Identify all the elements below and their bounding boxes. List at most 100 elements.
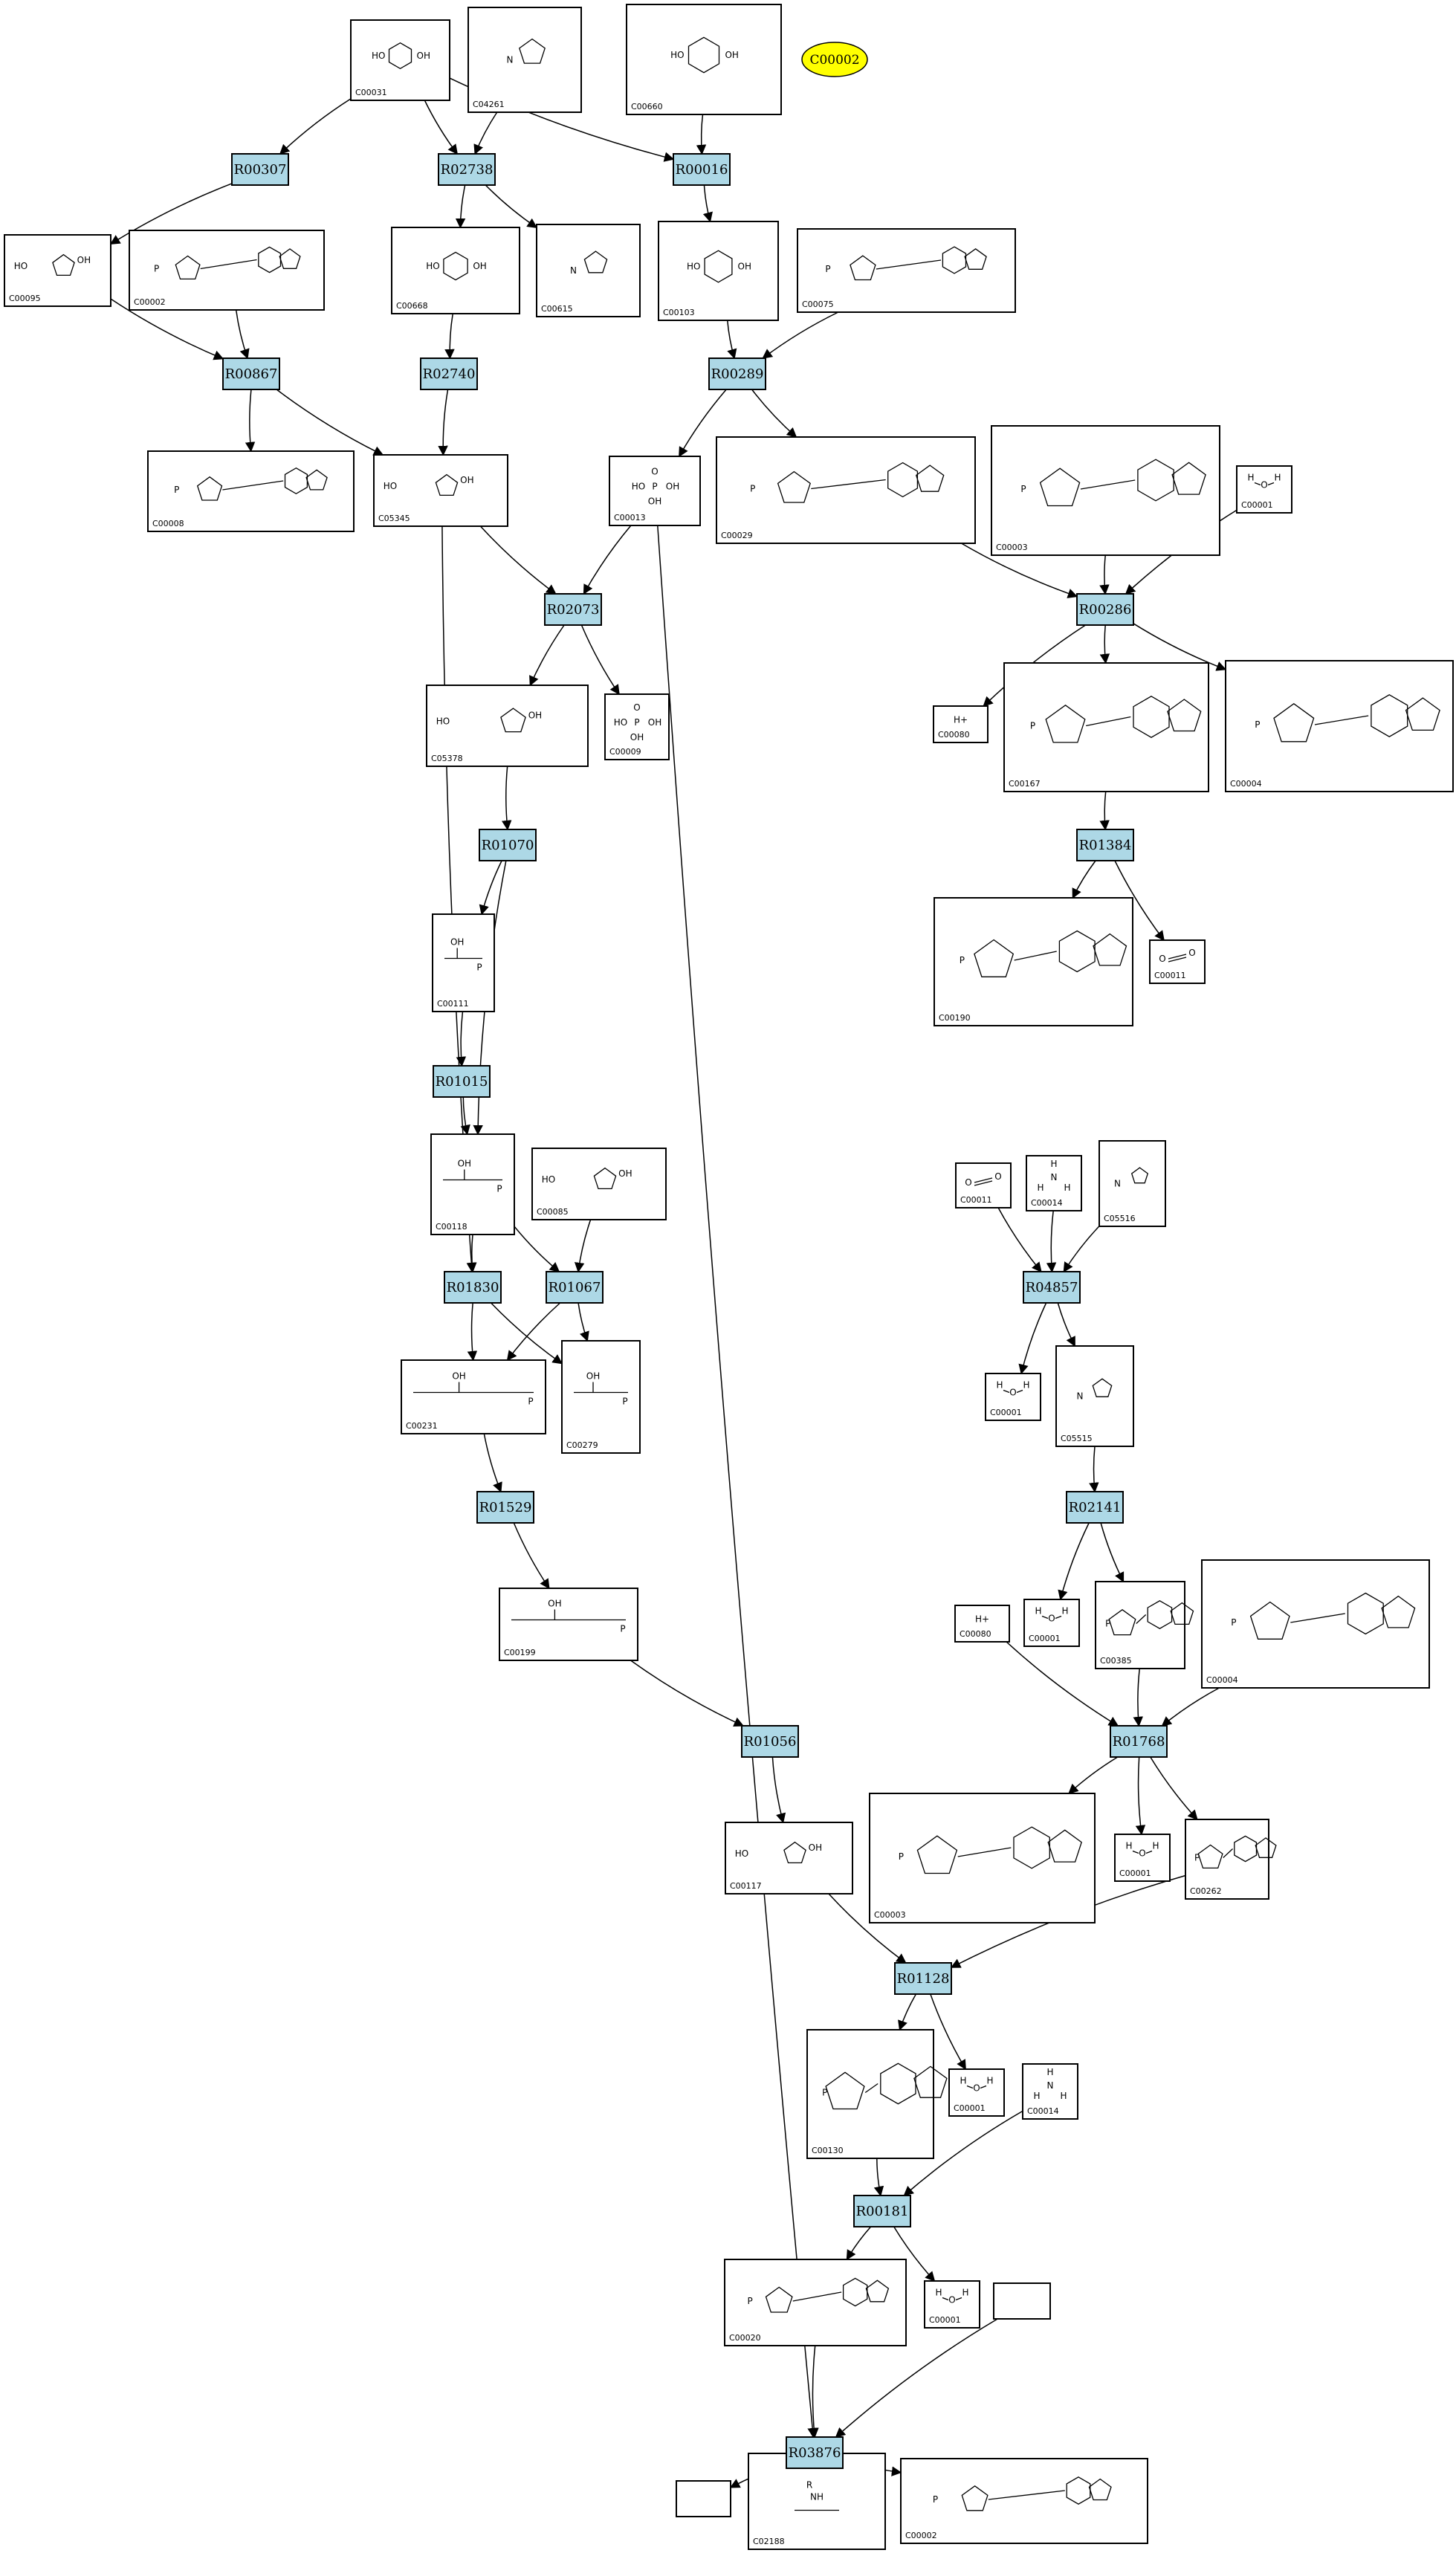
compound-id-label: C00009 (609, 747, 641, 757)
svg-text:OH: OH (648, 496, 661, 507)
svg-text:O: O (633, 702, 640, 713)
compound-node[interactable]: H+C00080 (954, 1605, 1010, 1643)
reaction-edge (1135, 1756, 1146, 1836)
reaction-node[interactable]: R00286 (1076, 593, 1134, 626)
reaction-node[interactable]: R00307 (231, 153, 289, 186)
reaction-edge (473, 111, 498, 155)
svg-text:OH: OH (417, 51, 430, 61)
highlighted-compound[interactable]: C00002 (801, 42, 868, 77)
reaction-node[interactable]: R01128 (894, 1962, 952, 1995)
svg-text:P: P (496, 1184, 502, 1194)
compound-box (1236, 465, 1292, 514)
reaction-node[interactable]: R01015 (433, 1065, 491, 1098)
reaction-box (544, 593, 602, 626)
reaction-node[interactable]: R01070 (479, 829, 537, 861)
compound-id-label: C00117 (730, 1881, 762, 1891)
reaction-node[interactable]: R02738 (438, 153, 496, 186)
reaction-node[interactable]: R01067 (546, 1271, 604, 1304)
svg-text:O: O (965, 1177, 971, 1188)
reaction-node[interactable]: R02073 (544, 593, 602, 626)
compound-box (467, 7, 582, 113)
reaction-node[interactable]: R03876 (786, 2436, 844, 2469)
compound-node[interactable] (993, 2282, 1051, 2320)
reaction-node[interactable]: R01768 (1110, 1725, 1168, 1758)
reaction-node[interactable]: R00289 (708, 357, 766, 390)
svg-text:OH: OH (460, 475, 473, 485)
reaction-id-label: R01830 (447, 1280, 499, 1295)
compound-box (933, 705, 989, 743)
ribulose-phosphate-icon: OHP (511, 1599, 626, 1634)
reaction-node[interactable]: R00016 (673, 153, 731, 186)
reaction-box (546, 1271, 604, 1304)
reaction-edge (726, 320, 737, 360)
reaction-node[interactable]: R01830 (444, 1271, 502, 1304)
compound-id-label: C00001 (954, 2103, 986, 2113)
compound-node[interactable]: H+C00080 (933, 705, 989, 743)
compound-node[interactable] (676, 2480, 731, 2517)
reaction-node[interactable]: R04857 (1023, 1271, 1081, 1304)
reaction-node[interactable]: R01384 (1076, 829, 1134, 861)
reaction-node[interactable]: R02740 (420, 357, 478, 390)
svg-text:H: H (1152, 1841, 1159, 1851)
reaction-node[interactable]: R02141 (1066, 1491, 1124, 1524)
svg-text:P: P (1105, 1619, 1110, 1629)
reaction-node[interactable]: R01529 (476, 1491, 534, 1524)
reaction-node[interactable]: R00181 (853, 2195, 911, 2227)
reaction-box (231, 153, 289, 186)
reaction-node[interactable]: R01056 (741, 1725, 799, 1758)
reaction-node[interactable]: R00867 (222, 357, 280, 390)
compound-box (725, 1822, 853, 1894)
compound-id-label: C00020 (729, 2333, 761, 2343)
svg-text:R: R (806, 2480, 812, 2491)
svg-text:P: P (1020, 484, 1026, 494)
